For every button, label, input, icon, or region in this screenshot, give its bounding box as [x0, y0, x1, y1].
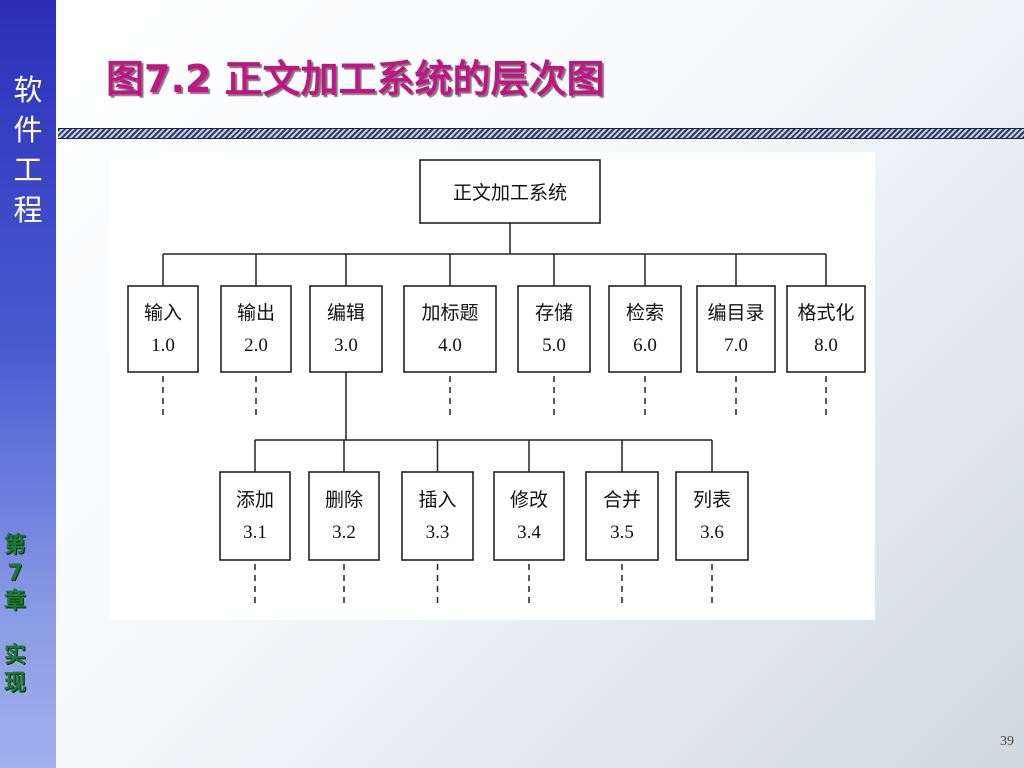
- level2-node-number: 3.4: [517, 522, 541, 543]
- level1-node-number: 4.0: [438, 335, 462, 356]
- hierarchy-diagram: 正文加工系统输入 1.0 输出 2.0 编辑 3.0 加标题 4.0 存储 5.0 检索 6.0 编目录…: [110, 152, 875, 620]
- level1-node-label: 输出: [237, 302, 275, 324]
- level1-node-box: [608, 285, 682, 373]
- level1-node-label: 编辑: [327, 302, 365, 324]
- level1-node-box: [220, 285, 292, 373]
- sidebar: 软 件 工 程 第 7 章 实 现: [0, 0, 56, 768]
- sidebar-title-char: 程: [13, 193, 43, 227]
- chapter-gap: [0, 616, 30, 642]
- level1-node-box: [127, 285, 199, 373]
- level2-node-box: [585, 471, 659, 561]
- level1-node-label: 格式化: [797, 302, 854, 324]
- level2-node-number: 3.6: [700, 522, 724, 543]
- level1-node-label: 存储: [535, 302, 573, 324]
- page-number: 39: [1000, 734, 1014, 749]
- chapter-char: 7: [7, 561, 23, 586]
- title-divider: [58, 128, 1024, 139]
- level1-node-number: 7.0: [724, 335, 748, 356]
- level2-node-number: 3.1: [243, 522, 267, 543]
- section-char: 实: [3, 643, 26, 668]
- chapter-char: 章: [3, 589, 26, 614]
- level2-node-box: [219, 471, 291, 561]
- level1-node-number: 1.0: [151, 335, 175, 356]
- level1-node-box: [786, 285, 866, 373]
- level1-node-label: 加标题: [421, 302, 478, 324]
- level2-node-label: 删除: [325, 489, 363, 511]
- level1-node-box: [403, 285, 497, 373]
- level1-node-box: [309, 285, 383, 373]
- level1-node-label: 检索: [626, 302, 664, 324]
- level2-node-box: [308, 471, 380, 561]
- level1-node-number: 8.0: [814, 335, 838, 356]
- level2-node-box: [401, 471, 474, 561]
- section-char: 现: [3, 671, 26, 696]
- root-node-box: [419, 159, 601, 224]
- slide-title: 图7.2 正文加工系统的层次图: [106, 57, 605, 101]
- level1-node-label: 编目录: [707, 302, 764, 324]
- level1-node-number: 5.0: [542, 335, 566, 356]
- level2-node-number: 3.5: [610, 522, 634, 543]
- level1-node-number: 6.0: [633, 335, 657, 356]
- sidebar-title-char: 软: [13, 73, 43, 107]
- sidebar-course-title: 软 件 工 程: [0, 70, 56, 230]
- level1-node-box: [696, 285, 776, 373]
- level2-node-label: 列表: [693, 489, 731, 511]
- level2-node-box: [493, 471, 565, 561]
- level2-node-number: 3.2: [332, 522, 356, 543]
- level1-node-number: 3.0: [334, 335, 358, 356]
- level2-node-number: 3.3: [426, 522, 450, 543]
- level2-node-label: 修改: [510, 489, 548, 511]
- sidebar-title-char: 件: [13, 113, 43, 147]
- sidebar-chapter-label: 第 7 章 实 现: [0, 532, 30, 698]
- root-node-label: 正文加工系统: [453, 182, 567, 204]
- level1-node-label: 输入: [144, 302, 182, 324]
- level2-node-label: 添加: [236, 489, 274, 511]
- sidebar-title-char: 工: [13, 153, 43, 187]
- chapter-char: 第: [3, 533, 26, 558]
- level1-node-number: 2.0: [244, 335, 268, 356]
- level2-node-box: [675, 471, 749, 561]
- level1-node-box: [517, 285, 591, 373]
- level2-node-label: 插入: [418, 489, 456, 511]
- level2-node-label: 合并: [603, 489, 641, 511]
